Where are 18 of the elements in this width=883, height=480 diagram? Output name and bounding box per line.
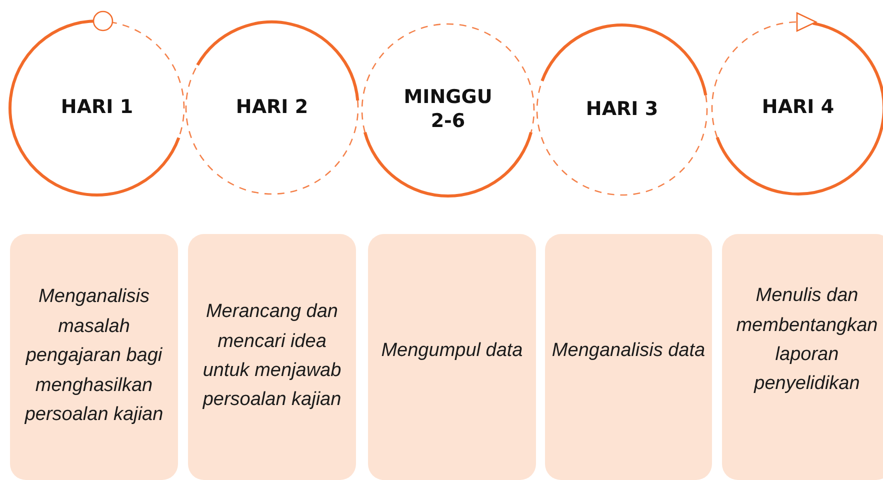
timeline-circle <box>362 24 534 196</box>
step-card <box>722 234 883 480</box>
step-description: Menganalisis data <box>552 339 706 364</box>
timeline-circle <box>186 22 358 194</box>
step-card <box>188 234 356 480</box>
step-label: HARI 2 <box>236 96 308 120</box>
step-label: HARI 3 <box>586 98 658 122</box>
timeline-circle <box>537 25 707 195</box>
step-label: HARI 4 <box>762 96 834 120</box>
step-label: HARI 1 <box>60 96 134 120</box>
step-card <box>10 234 178 480</box>
step-description: Menganalisis masalah pengajaran bagi menghasilkan persoalan kajian <box>24 285 164 428</box>
step-description: Merancang dan mencari idea untuk menjawab persoalan kajian <box>202 300 342 412</box>
step-description: Menulis dan membentangkan laporan penyelidikan <box>735 284 879 396</box>
step-card <box>545 234 712 480</box>
step-card <box>368 234 536 480</box>
step-description: Mengumpul data <box>381 339 523 364</box>
step-label: MINGGU 2-6 <box>402 86 494 134</box>
